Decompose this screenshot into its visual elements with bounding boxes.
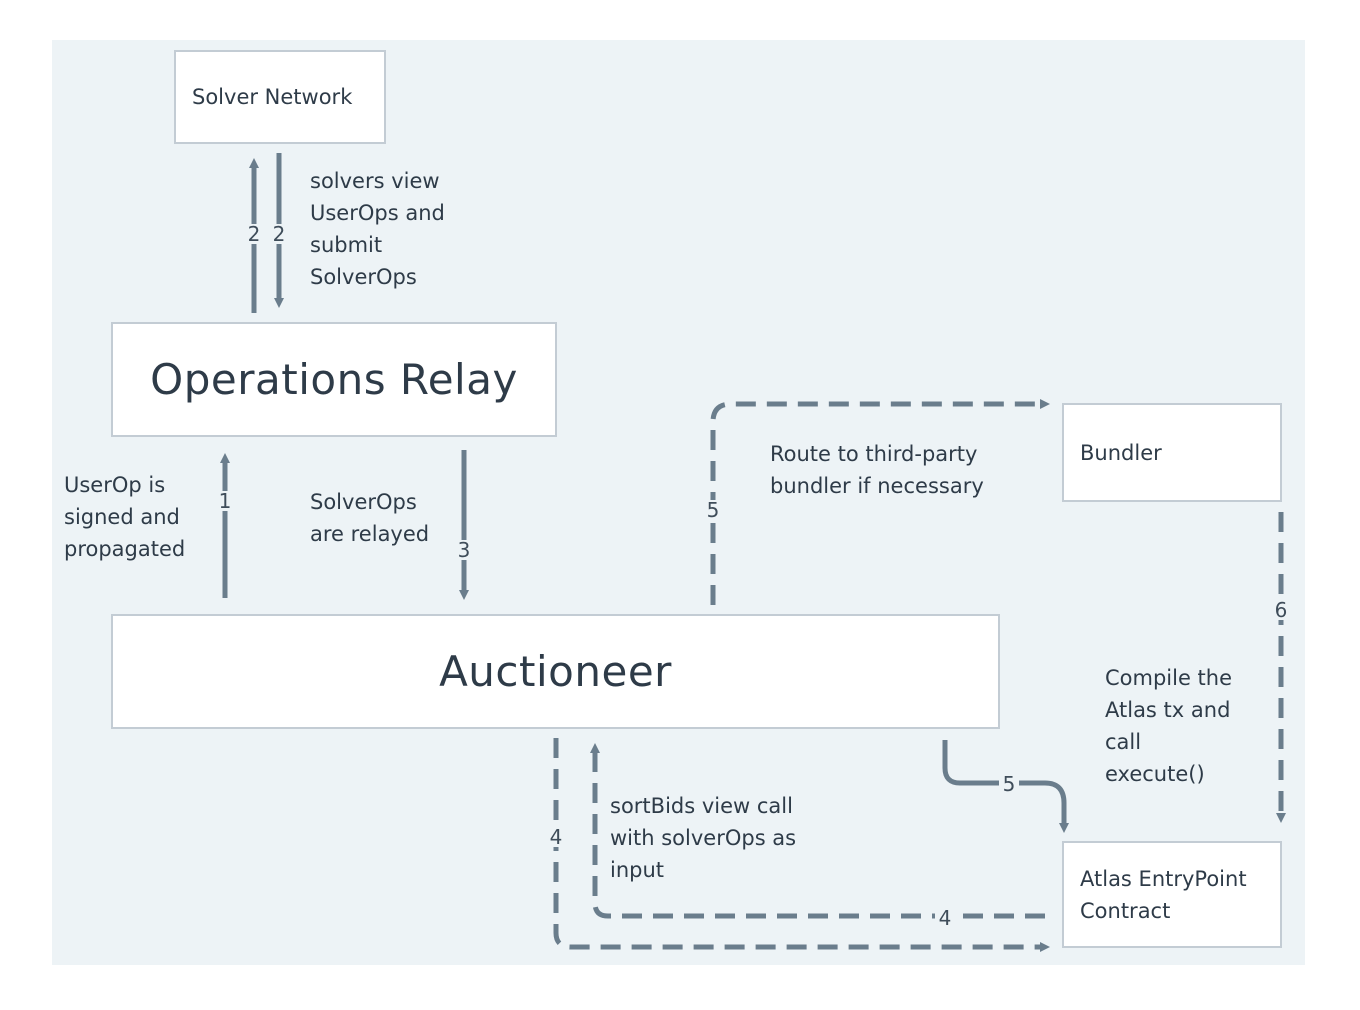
solver-network-node: Solver Network bbox=[174, 50, 386, 144]
arrow-auctioneer-to-bundler bbox=[710, 399, 1050, 605]
note-compile-atlas: Compile the Atlas tx and call execute() bbox=[1105, 666, 1233, 786]
note-sortbids: sortBids view call with solverOps as inp… bbox=[610, 794, 797, 882]
note-solverops-relayed: SolverOps are relayed bbox=[310, 490, 430, 546]
atlas-entrypoint-node: Atlas EntryPoint Contract bbox=[1062, 841, 1282, 948]
operations-relay-label: Operations Relay bbox=[150, 355, 518, 404]
edge-label-5-entrypoint: 5 bbox=[999, 774, 1019, 794]
edge-label-3: 3 bbox=[454, 540, 474, 560]
edge-label-5-bundler: 5 bbox=[703, 500, 723, 520]
note-userop-signed: UserOp is signed and propagated bbox=[64, 473, 186, 561]
diagram-canvas bbox=[52, 40, 1305, 965]
solver-network-label: Solver Network bbox=[192, 85, 353, 109]
edge-label-1: 1 bbox=[215, 491, 235, 511]
note-route-bundler: Route to third-party bundler if necessar… bbox=[770, 442, 984, 498]
auctioneer-node: Auctioneer bbox=[111, 614, 1000, 729]
arrow-auctioneer-to-entrypoint-dashed bbox=[553, 738, 1050, 952]
auctioneer-label: Auctioneer bbox=[439, 647, 672, 696]
bundler-label: Bundler bbox=[1080, 440, 1162, 465]
edge-label-6: 6 bbox=[1271, 600, 1291, 620]
edge-label-2-up: 2 bbox=[244, 224, 264, 244]
edge-label-2-down: 2 bbox=[269, 224, 289, 244]
note-solvers-view: solvers view UserOps and submit SolverOp… bbox=[310, 169, 445, 289]
atlas-entrypoint-label: Atlas EntryPoint Contract bbox=[1080, 866, 1247, 923]
arrow-entrypoint-to-auctioneer bbox=[590, 743, 1045, 919]
edge-label-4-back: 4 bbox=[935, 908, 955, 928]
operations-relay-node: Operations Relay bbox=[111, 322, 557, 437]
bundler-node: Bundler bbox=[1062, 403, 1282, 502]
edge-label-4-down: 4 bbox=[546, 827, 566, 847]
